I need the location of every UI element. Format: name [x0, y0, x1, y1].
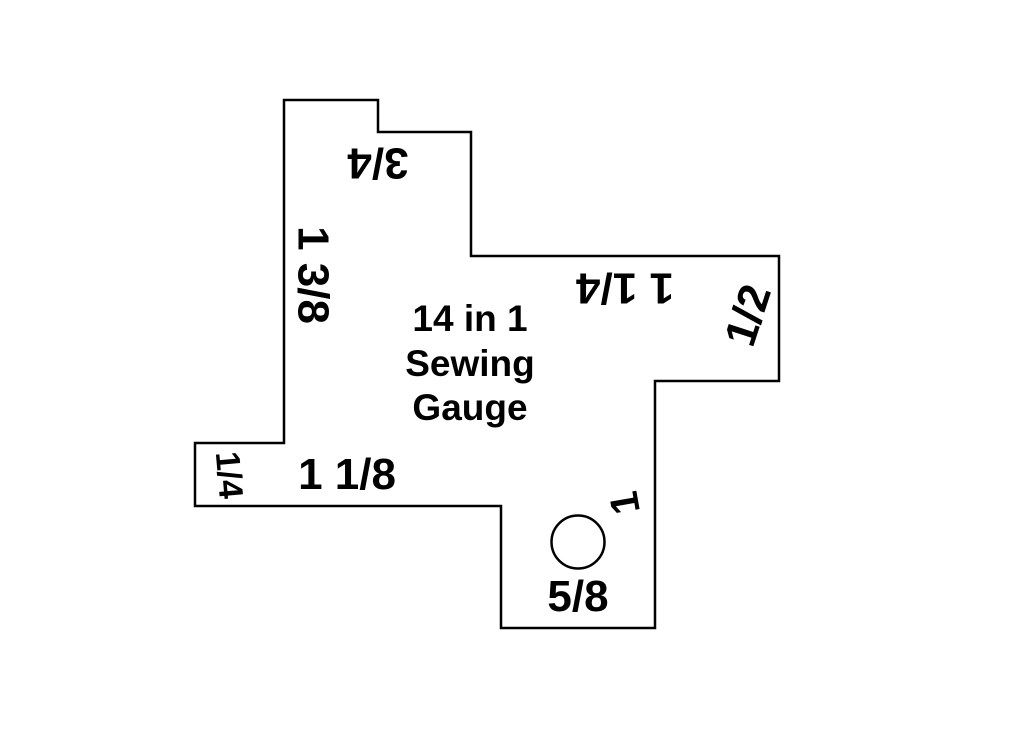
gauge-title-line-1: 14 in 1 — [412, 298, 527, 339]
measurement-label-left-tab: 1/4 — [208, 450, 250, 500]
measurement-label-inner-top-right: 1 1/4 — [576, 263, 674, 312]
gauge-hole-cutout — [550, 514, 606, 570]
measurement-label-bottom-left: 1 1/8 — [298, 450, 396, 499]
measurement-label-left-side: 1 3/8 — [288, 226, 337, 324]
gauge-outline-shape — [193, 98, 781, 630]
measurement-label-top-notch: 3/4 — [347, 138, 409, 187]
measurement-label-below-circle: 5/8 — [547, 572, 608, 621]
gauge-title-line-2: Sewing — [405, 343, 535, 384]
gauge-title-line-3: Gauge — [412, 387, 527, 428]
